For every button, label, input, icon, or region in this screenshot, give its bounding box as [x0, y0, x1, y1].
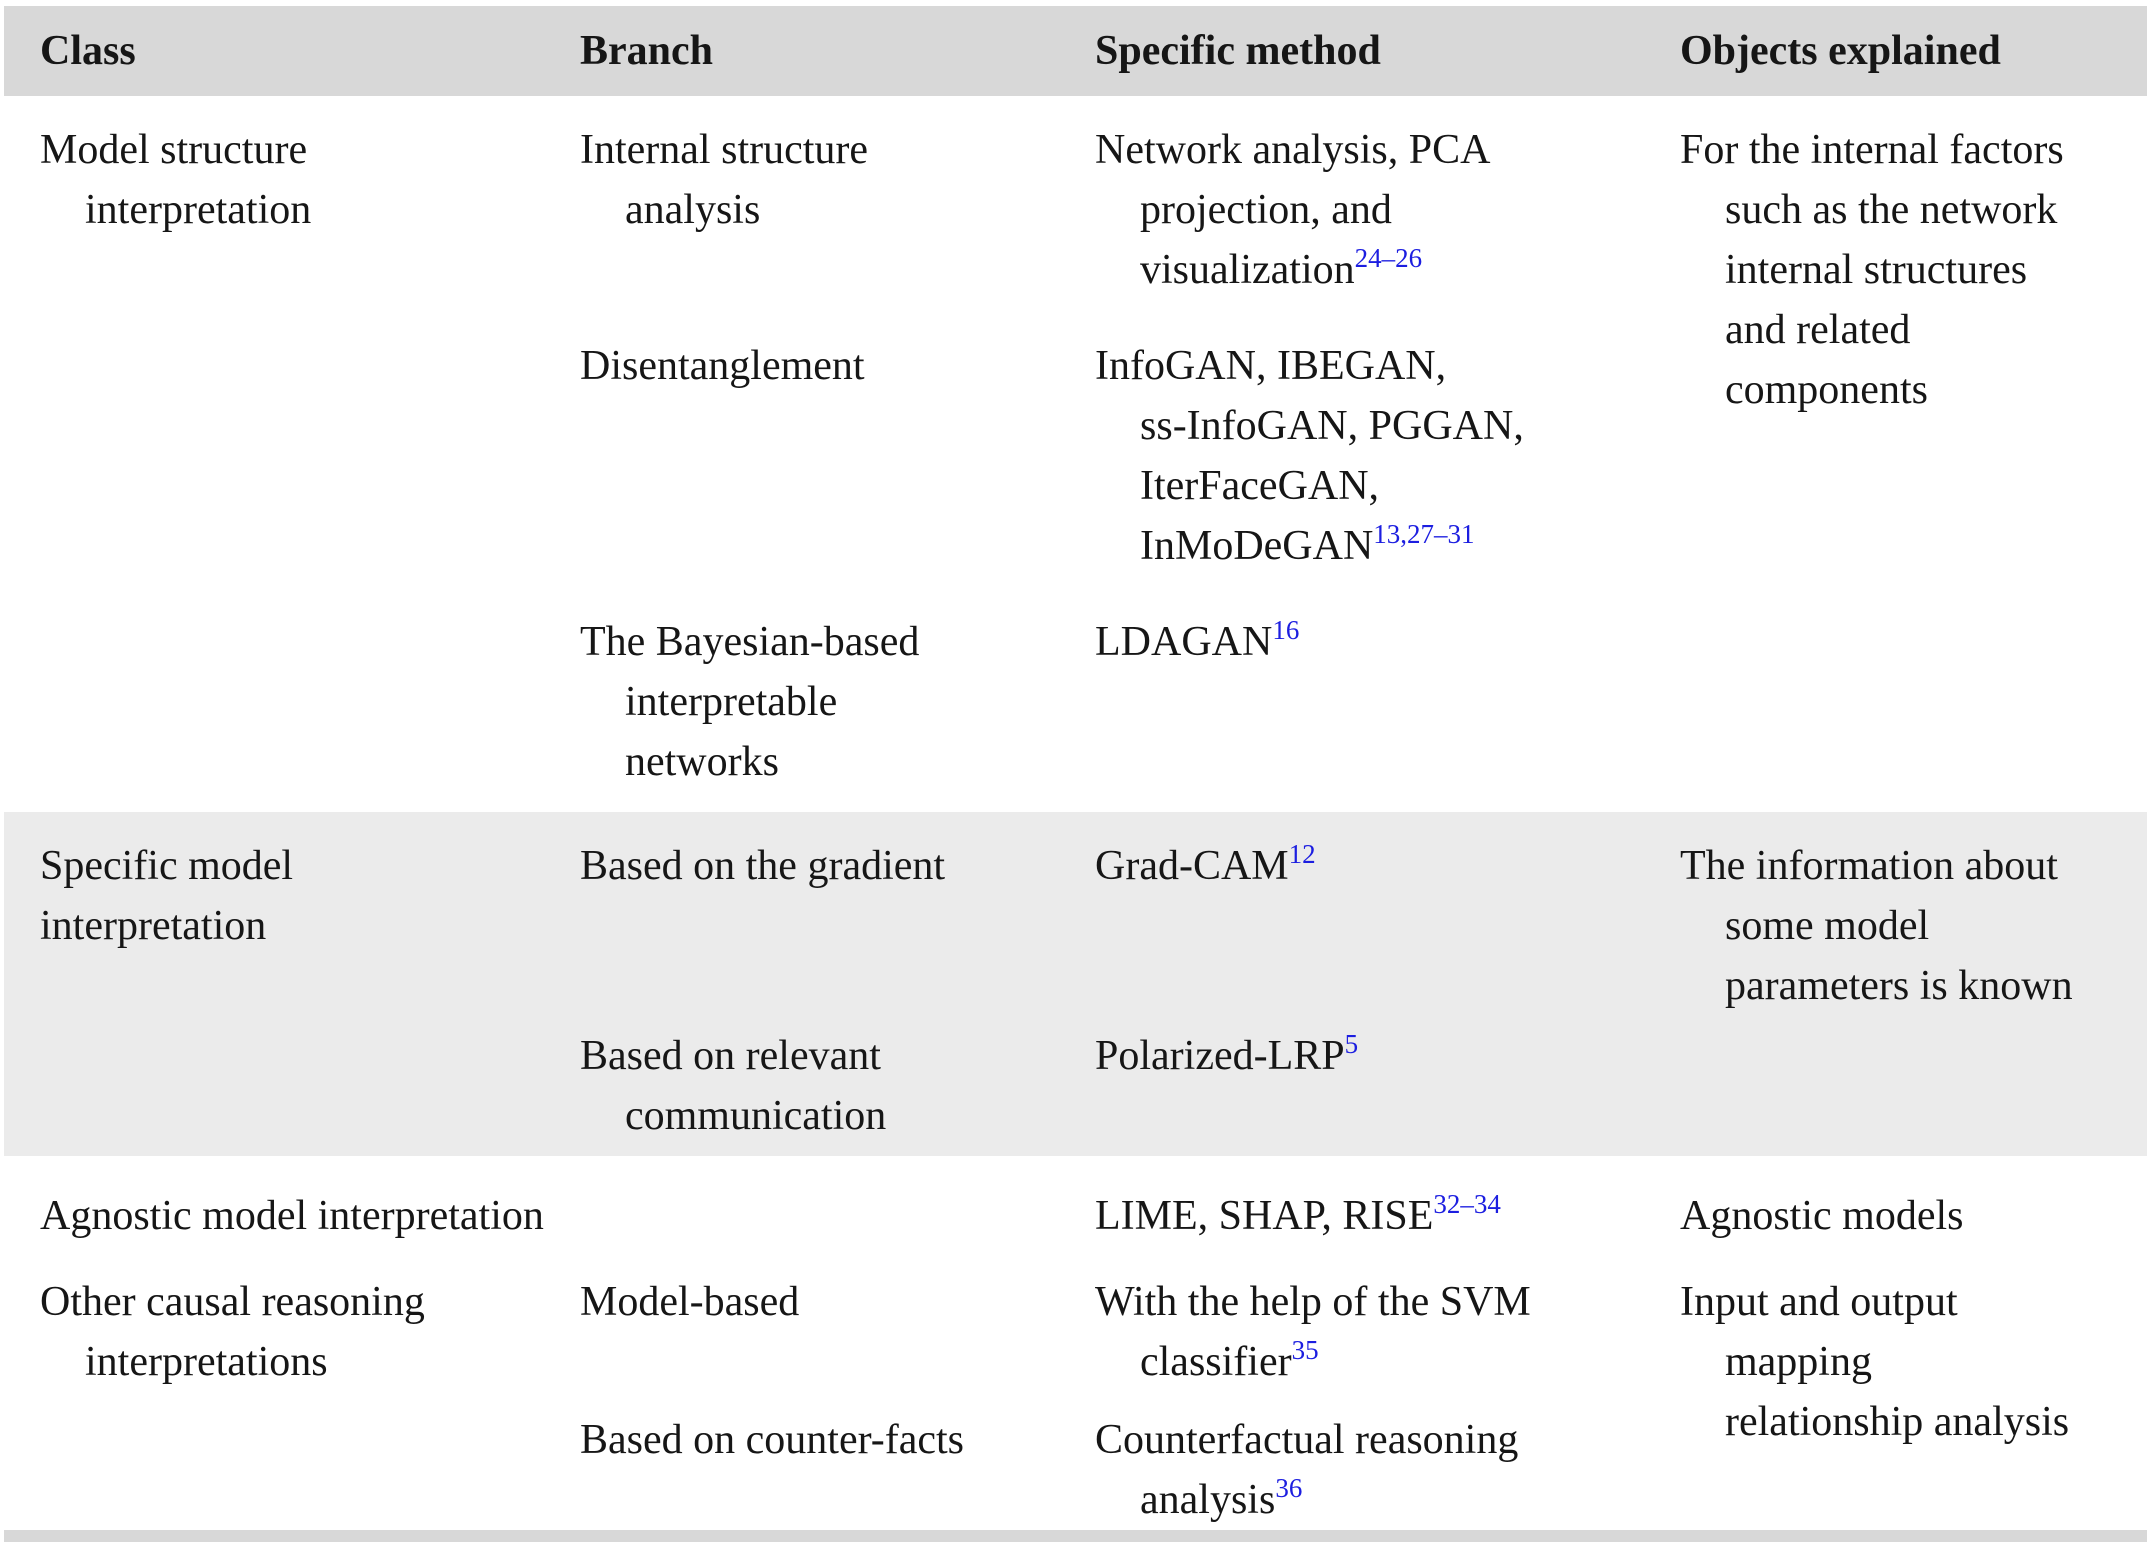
table-row-group-specific-model: Specific model interpretation Based on t…	[4, 812, 2147, 1156]
branch-method-area: Based on the gradient Grad-CAM12 Based o…	[580, 836, 1680, 1146]
column-header-objects: Objects explained	[1680, 28, 2001, 74]
table-row-group-other-causal: Other causal reasoning interpretations M…	[4, 1262, 2147, 1530]
citation-ref[interactable]: 13,27–31	[1373, 519, 1475, 549]
table-row-group-model-structure: Model structure interpretation Internal …	[4, 96, 2147, 812]
objects-cell: Agnostic models	[1680, 1193, 1964, 1239]
method-cell: LDAGAN16	[1095, 612, 1680, 672]
citation-ref[interactable]: 36	[1275, 1473, 1303, 1503]
objects-cell: For the internal factors such as the net…	[1680, 127, 2064, 413]
branch-cell: Based on relevant communication	[580, 1033, 887, 1139]
method-text: LIME, SHAP, RISE	[1095, 1193, 1434, 1239]
method-cell: Counterfactual reasoning analysis36	[1095, 1410, 1680, 1530]
branch-method-area: Model-based With the help of the SVM cla…	[580, 1272, 1680, 1530]
table-header-row: Class Branch Specific method Objects exp…	[4, 6, 2147, 96]
citation-ref[interactable]: 35	[1291, 1335, 1319, 1365]
citation-ref[interactable]: 5	[1344, 1029, 1359, 1059]
table-subrow: Based on counter-facts Counterfactual re…	[580, 1410, 1680, 1530]
citation-ref[interactable]: 32–34	[1433, 1189, 1501, 1219]
method-text: InfoGAN, IBEGAN, ss-InfoGAN, PGGAN, Iter…	[1095, 343, 1524, 569]
branch-method-area: Internal structure analysis Network anal…	[580, 120, 1680, 792]
objects-cell: Input and output mapping relationship an…	[1680, 1279, 2070, 1445]
branch-cell: Based on the gradient	[580, 843, 946, 889]
branch-cell: The Bayesian-based interpretable network…	[580, 619, 920, 785]
method-text: LDAGAN	[1095, 619, 1273, 665]
table-subrow: Disentanglement InfoGAN, IBEGAN, ss-Info…	[580, 336, 1680, 576]
branch-cell: Model-based	[580, 1279, 800, 1325]
method-text: Grad-CAM	[1095, 843, 1289, 889]
citation-ref[interactable]: 24–26	[1354, 243, 1423, 273]
table-subrow: Model-based With the help of the SVM cla…	[580, 1272, 1680, 1392]
table-subrow: The Bayesian-based interpretable network…	[580, 612, 1680, 792]
column-header-method: Specific method	[1095, 28, 1381, 74]
method-cell: Polarized-LRP5	[1095, 1026, 1680, 1086]
class-cell: Other causal reasoning interpretations	[40, 1279, 425, 1385]
branch-cell: Disentanglement	[580, 343, 865, 389]
objects-cell: The information about some model paramet…	[1680, 843, 2073, 1009]
method-text: Network analysis, PCA projection, and vi…	[1095, 127, 1491, 293]
column-header-class: Class	[40, 28, 136, 74]
class-cell: Specific model interpretation	[40, 843, 294, 949]
method-cell: Network analysis, PCA projection, and vi…	[1095, 120, 1680, 300]
table-subrow: Internal structure analysis Network anal…	[580, 120, 1680, 300]
method-cell: LIME, SHAP, RISE32–34	[1095, 1186, 1680, 1246]
table-subrow: Based on the gradient Grad-CAM12	[580, 836, 1680, 998]
table-subrow: Based on relevant communication Polarize…	[580, 1026, 1680, 1146]
class-cell: Model structure interpretation	[40, 127, 312, 233]
branch-cell: Based on counter-facts	[580, 1417, 965, 1463]
citation-ref[interactable]: 12	[1288, 839, 1316, 869]
branch-cell: Internal structure analysis	[580, 127, 869, 233]
table-row-group-agnostic-model: Agnostic model interpretation LIME, SHAP…	[4, 1156, 2147, 1262]
method-cell: With the help of the SVM classifier35	[1095, 1272, 1680, 1392]
table-bottom-rule	[4, 1530, 2147, 1542]
class-cell: Agnostic model interpretation	[40, 1193, 544, 1239]
method-text: With the help of the SVM classifier	[1095, 1279, 1531, 1385]
citation-ref[interactable]: 16	[1272, 615, 1300, 645]
method-text: Polarized-LRP	[1095, 1033, 1345, 1079]
method-text: Counterfactual reasoning analysis	[1095, 1417, 1519, 1523]
column-header-branch: Branch	[580, 28, 714, 74]
method-cell: Grad-CAM12	[1095, 836, 1680, 896]
method-cell: InfoGAN, IBEGAN, ss-InfoGAN, PGGAN, Iter…	[1095, 336, 1680, 576]
